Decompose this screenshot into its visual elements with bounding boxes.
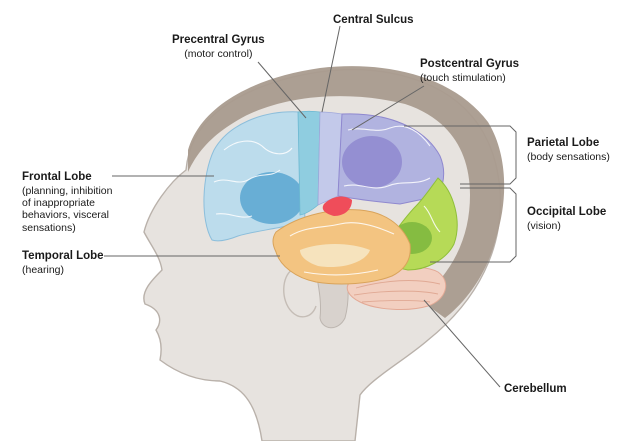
temporal-title: Temporal Lobe [22,250,104,262]
bracket-occipital [430,187,517,263]
leader-postcentral [351,85,425,131]
occipital-title: Occipital Lobe [527,206,607,218]
leader-precentral [257,61,307,119]
label-parietal-lobe: Parietal Lobe (body sensations) [527,137,610,163]
label-precentral-gyrus: Precentral Gyrus (motor control) [172,34,265,60]
label-occipital-lobe: Occipital Lobe (vision) [527,206,606,232]
label-frontal-lobe: Frontal Lobe (planning, inhibition of in… [22,171,112,234]
leader-cerebellum [423,299,501,388]
insula-region [322,196,352,216]
leader-lines [104,25,517,388]
leader-central [321,25,341,113]
precentral-title: Precentral Gyrus [172,34,265,46]
gyri-lines [213,125,441,276]
frontal-title: Frontal Lobe [22,171,92,183]
label-postcentral-gyrus: Postcentral Gyrus (touch stimulation) [420,58,519,84]
postcentral-title: Postcentral Gyrus [420,58,520,70]
ear [283,269,317,318]
frontal-deep [240,172,304,224]
bracket-parietal [404,125,517,185]
label-central-sulcus: Central Sulcus [333,14,414,28]
postcentral-desc: (touch stimulation) [420,71,506,84]
temporal-light [300,244,370,268]
parietal-deep [342,136,402,188]
label-temporal-lobe: Temporal Lobe (hearing) [22,250,104,276]
label-cerebellum: Cerebellum [504,383,567,397]
parietal-title: Parietal Lobe [527,137,600,149]
precentral-gyrus-region [297,110,321,216]
central-title: Central Sulcus [333,14,414,26]
frontal-desc: (planning, inhibition of inappropriate b… [22,184,113,234]
temporal-desc: (hearing) [22,263,65,276]
parietal-desc: (body sensations) [527,150,610,163]
cerebellum-title: Cerebellum [504,383,567,395]
occipital-desc: (vision) [527,219,561,232]
precentral-desc: (motor control) [184,47,253,60]
